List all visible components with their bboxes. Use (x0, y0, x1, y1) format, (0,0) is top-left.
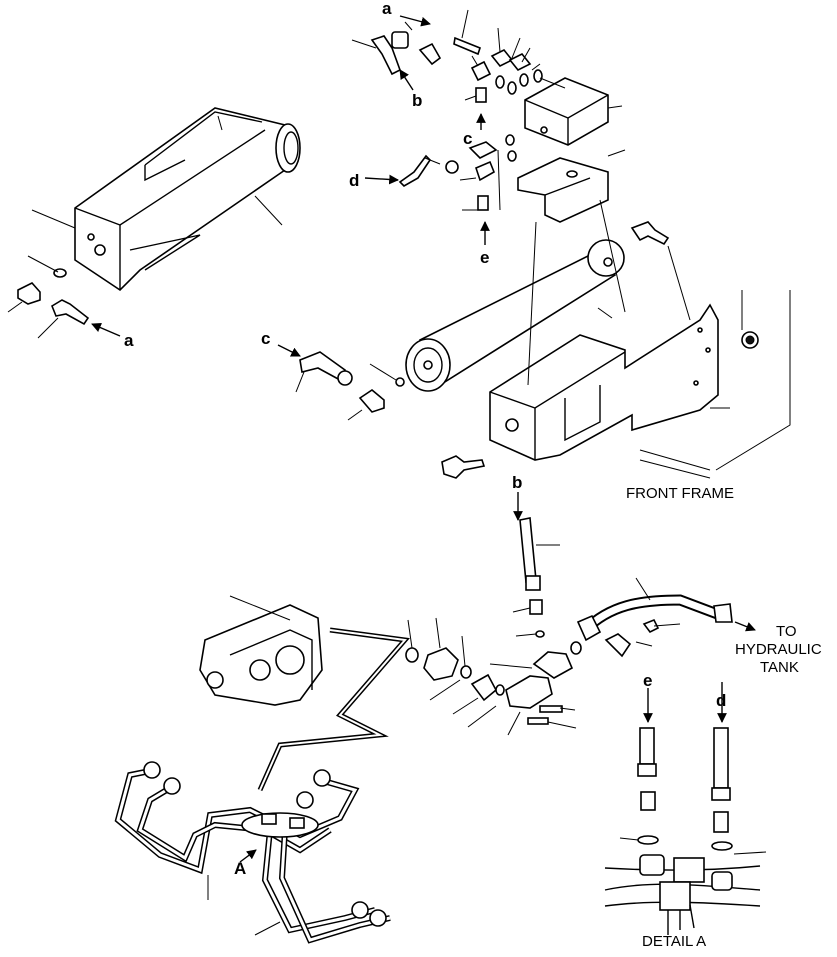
callout-arrows (91, 15, 756, 863)
hose-b (519, 517, 545, 638)
top-fittings (370, 31, 543, 211)
pump-fittings (405, 641, 582, 725)
hydraulic-pump (199, 604, 323, 706)
valve-block (524, 77, 609, 146)
left-fittings (17, 268, 90, 326)
label-c-mid: c (261, 329, 270, 348)
front-frame (489, 303, 719, 479)
frame-fittings (299, 221, 759, 479)
leader-lines (7, 9, 791, 936)
hose-to-tank (576, 594, 733, 658)
label-c-top: c (463, 129, 472, 148)
detail-a-drawing (604, 727, 761, 935)
label-detail-a: DETAIL A (642, 933, 706, 950)
label-e: e (480, 248, 489, 267)
label-e-detail: e (643, 671, 652, 690)
label-d: d (349, 171, 359, 190)
label-tank: TANK (760, 659, 799, 676)
label-d-detail: d (716, 691, 726, 710)
label-a-left: a (124, 331, 134, 350)
label-a-valve: A (234, 859, 246, 878)
label-hydraulic: HYDRAULIC (735, 641, 822, 658)
label-to: TO (776, 623, 797, 640)
tubing-assembly (114, 627, 410, 944)
label-front-frame: FRONT FRAME (626, 485, 734, 502)
text-labels: a b c d e a c b FRONT FRAME TO HYDRAULIC… (124, 0, 822, 950)
main-cylinder (405, 239, 625, 392)
label-a-top: a (382, 0, 392, 18)
label-b-mid: b (512, 473, 522, 492)
left-cylinder-assembly (74, 107, 301, 292)
label-b-top: b (412, 91, 422, 110)
mount-bracket (517, 157, 609, 223)
